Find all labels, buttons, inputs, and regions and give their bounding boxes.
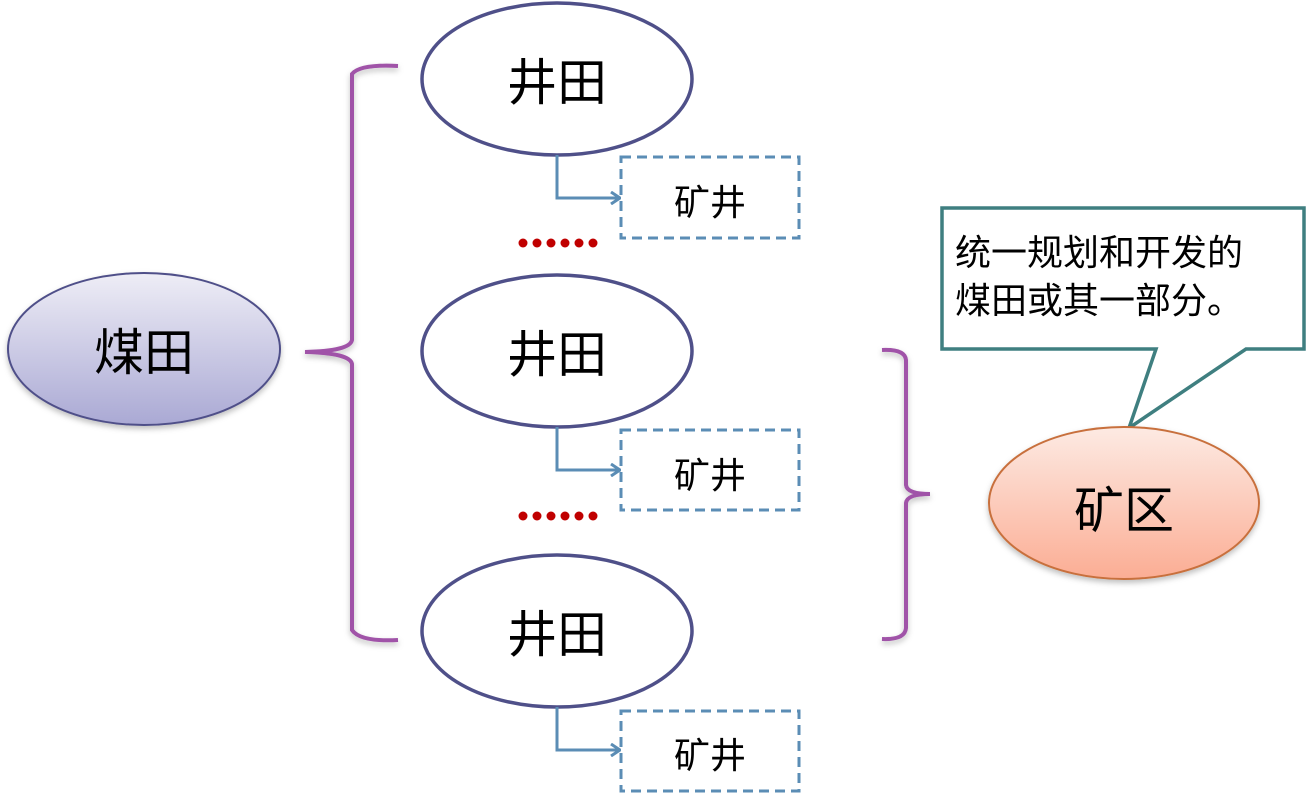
left-brace: [304, 63, 399, 643]
mine-box-3: [619, 709, 801, 793]
callout-line-1: 统一规划和开发的: [955, 233, 1244, 274]
mine-label-2: 矿井: [673, 456, 746, 497]
mine-label-3: 矿井: [673, 736, 746, 777]
mine-box-1: [619, 155, 801, 240]
ellipsis-dots-1: [518, 238, 598, 248]
mine-label-1: 矿井: [673, 183, 746, 224]
connector-arrow-3: [555, 707, 620, 750]
well-field-label-2: 井田: [507, 326, 607, 384]
connector-arrow-1: [555, 155, 620, 198]
mining-area-label: 矿区: [1074, 482, 1174, 540]
mining-area-ellipse: [988, 426, 1260, 580]
connector-arrow-2: [555, 427, 620, 470]
ellipsis-dots-2: [518, 511, 598, 521]
callout-text: 统一规划和开发的 煤田或其一部分。: [955, 230, 1295, 326]
right-brace: [881, 347, 931, 642]
well-field-label-1: 井田: [507, 54, 607, 112]
root-coal-field-ellipse: [7, 272, 281, 426]
callout-bubble: [940, 206, 1306, 433]
well-field-label-3: 井田: [507, 606, 607, 664]
root-coal-field-label: 煤田: [94, 324, 194, 382]
mine-box-2: [619, 428, 801, 512]
callout-line-2: 煤田或其一部分。: [955, 281, 1244, 322]
